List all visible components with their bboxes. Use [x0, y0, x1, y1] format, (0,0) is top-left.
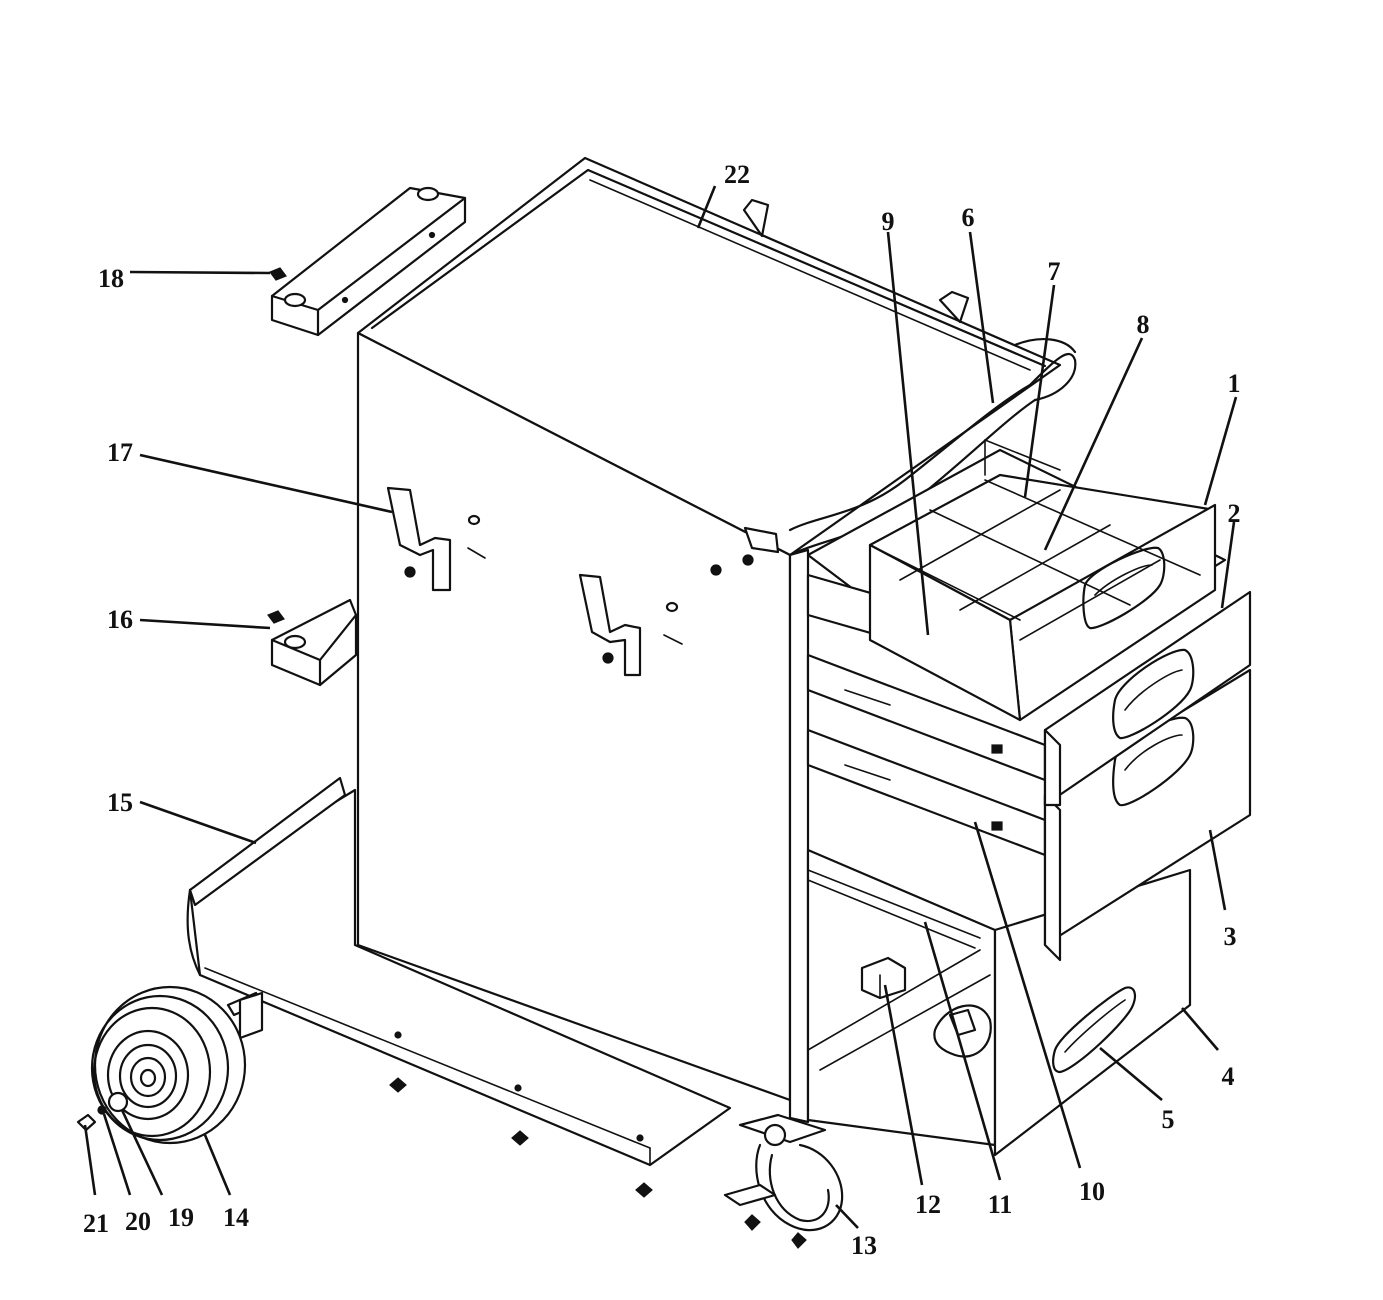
- callout-22: 22: [724, 160, 750, 189]
- callout-2: 2: [1228, 499, 1241, 528]
- callout-5: 5: [1162, 1105, 1175, 1134]
- drawer-top: [868, 439, 1217, 722]
- callout-19: 19: [168, 1203, 194, 1232]
- callout-16: 16: [107, 605, 133, 634]
- callout-20: 20: [125, 1207, 151, 1236]
- callout-8: 8: [1137, 310, 1150, 339]
- leader-lines: [83, 185, 1238, 1229]
- callout-21: 21: [83, 1209, 109, 1238]
- rear-wheel: [76, 985, 247, 1145]
- fasteners: [267, 267, 653, 1198]
- callout-7: 7: [1048, 257, 1061, 286]
- axle: [226, 991, 264, 1040]
- callout-11: 11: [988, 1190, 1013, 1219]
- bottom-tray: [186, 776, 732, 1167]
- callout-4: 4: [1222, 1062, 1235, 1091]
- callout-12: 12: [915, 1190, 941, 1219]
- callout-10: 10: [1079, 1177, 1105, 1206]
- cabinet-body: [356, 156, 1062, 1124]
- callout-1: 1: [1228, 369, 1241, 398]
- callout-3: 3: [1224, 922, 1237, 951]
- callout-17: 17: [107, 438, 133, 467]
- callout-13: 13: [851, 1231, 877, 1260]
- top-bracket: [270, 186, 467, 337]
- drawer-bottom: [1043, 668, 1252, 962]
- lower-bracket: [270, 598, 358, 687]
- callout-labels: 1 2 3 4 5 6 7 8 9 10 11 12 13 14 15 16 1…: [83, 160, 1241, 1260]
- callout-9: 9: [882, 207, 895, 236]
- callout-14: 14: [223, 1203, 249, 1232]
- front-caster: [723, 1113, 844, 1249]
- callout-15: 15: [107, 788, 133, 817]
- callout-6: 6: [962, 203, 975, 232]
- callout-18: 18: [98, 264, 124, 293]
- drawer-middle: [1043, 590, 1252, 807]
